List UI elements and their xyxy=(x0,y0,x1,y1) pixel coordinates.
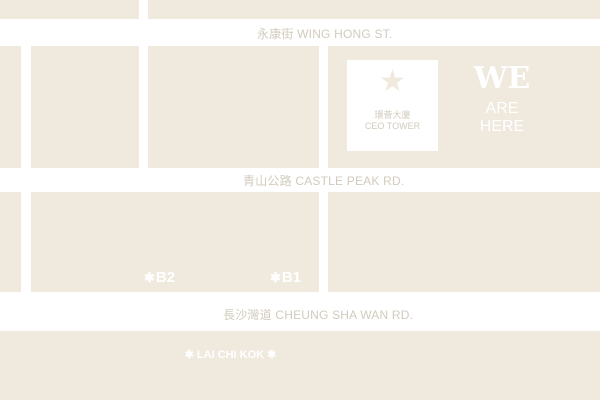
we-are-here-callout: WE ARE HERE xyxy=(466,64,538,136)
ceo-tower-marker: ★ 環薈大廈 CEO TOWER xyxy=(347,60,438,151)
city-block xyxy=(148,0,600,19)
callout-we: WE xyxy=(473,61,531,96)
star-icon: ★ xyxy=(379,65,406,98)
street-label-cheung-sha-wan: 長沙灣道 CHEUNG SHA WAN RD. xyxy=(223,308,414,322)
mtr-exit-b2: ✱B2 xyxy=(144,269,175,286)
station-name: LAI CHI KOK xyxy=(196,349,265,361)
city-block xyxy=(148,46,319,168)
building-name-zh: 環薈大廈 xyxy=(374,110,411,120)
mtr-icon: ✱ xyxy=(270,270,281,285)
exit-label: B1 xyxy=(281,269,302,286)
mtr-icon: ✱ xyxy=(264,349,277,361)
city-block xyxy=(31,46,139,168)
city-block xyxy=(0,46,21,168)
callout-here: HERE xyxy=(479,118,525,135)
city-block xyxy=(0,0,139,19)
building-name-en: CEO TOWER xyxy=(364,121,421,131)
mtr-exit-b1: ✱B1 xyxy=(270,269,301,286)
street-label-wing-hong: 永康街 WING HONG ST. xyxy=(257,27,393,41)
exit-label: B2 xyxy=(155,269,176,286)
mtr-icon: ✱ xyxy=(144,270,155,285)
city-block xyxy=(0,331,600,400)
city-block xyxy=(328,192,600,292)
station-label-lai-chi-kok: ✱ LAI CHI KOK ✱ xyxy=(163,346,298,364)
city-block xyxy=(0,192,21,292)
city-block xyxy=(31,192,319,292)
callout-are: ARE xyxy=(485,100,519,117)
street-label-castle-peak: 青山公路 CASTLE PEAK RD. xyxy=(243,174,405,188)
mtr-icon: ✱ xyxy=(184,349,197,361)
